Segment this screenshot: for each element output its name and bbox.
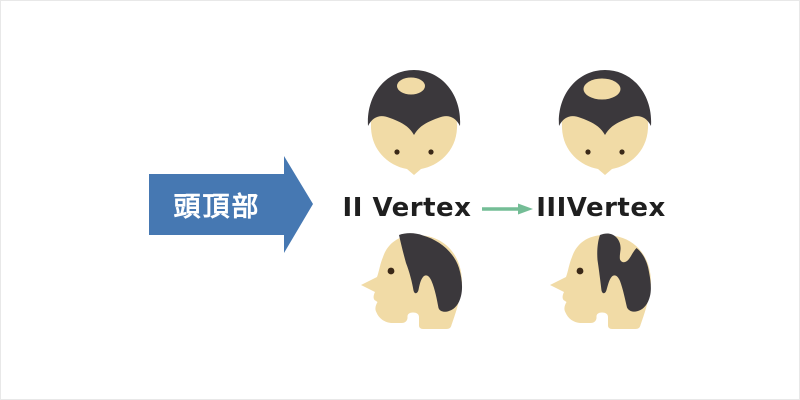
eye-dot: [428, 149, 434, 155]
stage3-top-view-illustration: [552, 62, 658, 176]
right-arrow-shape: [149, 156, 313, 253]
stage2-side-view-illustration: [359, 232, 469, 333]
bald-spot-large: [583, 78, 621, 100]
hair-side-view: [597, 233, 651, 312]
eye-dot: [387, 267, 395, 275]
progression-arrow-icon: [480, 201, 534, 217]
crown-region-label: 頭頂部: [173, 192, 261, 223]
face-side-view: [550, 235, 651, 329]
eye-dot: [576, 267, 584, 275]
crown-region-arrow: 頭頂部: [149, 156, 313, 253]
bald-spot-small: [397, 77, 425, 95]
eye-dot: [394, 149, 400, 155]
stage3-label: IIIVertex: [536, 193, 666, 223]
stage3-side-view-illustration: [548, 232, 658, 333]
stage2-top-view-illustration: [361, 62, 467, 176]
hair-side-view: [399, 233, 463, 312]
eye-dot: [619, 149, 625, 155]
hair-top-view: [367, 70, 461, 135]
stage2-label: II Vertex: [342, 193, 472, 223]
eye-dot: [585, 149, 591, 155]
hair-top-view: [558, 70, 652, 135]
